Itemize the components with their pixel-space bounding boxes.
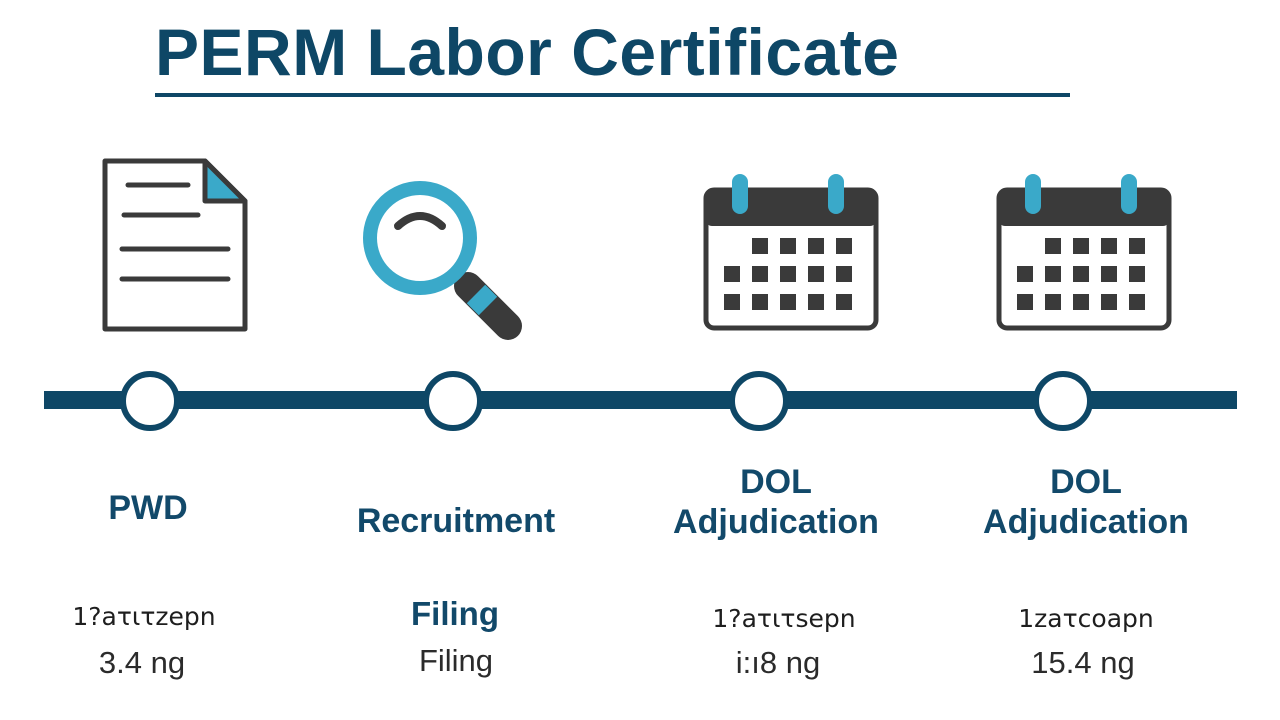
stage-label-dol-adjudication-1: DOL Adjudication (673, 462, 879, 542)
stage-detail-top-pwd: 1?aτιτzepn (72, 602, 216, 631)
title-underline (155, 93, 1070, 97)
timeline-node-dol-adjudication-2 (1033, 371, 1093, 431)
stage-label-line: Adjudication (673, 503, 879, 541)
stage-label-dol-adjudication-2: DOL Adjudication (983, 462, 1189, 542)
stage-detail-bottom-dol-adjudication-1: i:ı8 ng (735, 645, 821, 680)
stage-detail-top-dol-adjudication-2: 1zaτcoapn (1018, 604, 1154, 633)
stage-detail-bottom-pwd: 3.4 ng (98, 645, 186, 680)
stage-detail-top-dol-adjudication-1: 1?aτιτsepn (712, 604, 856, 633)
stage-label-pwd: PWD (108, 488, 187, 528)
timeline-bar (44, 391, 1237, 409)
calendar-icon (703, 174, 879, 331)
stage-label-line: Adjudication (983, 503, 1189, 541)
stage-detail-top-recruitment: Filing (411, 595, 499, 632)
timeline-node-pwd (120, 371, 180, 431)
stage-label-line: Recruitment (356, 502, 556, 540)
page-title: PERM Labor Certificate (155, 15, 900, 89)
timeline-node-dol-adjudication-1 (729, 371, 789, 431)
stage-label-recruitment: Recruitment (357, 501, 555, 541)
stage-detail-bottom-dol-adjudication-2: 15.4 ng (1031, 645, 1135, 680)
stage-label-line: DOL (1050, 463, 1122, 501)
magnifier-icon (363, 181, 522, 340)
stage-detail-bottom-recruitment: Filing (418, 643, 494, 678)
document-icon (102, 158, 248, 332)
timeline-node-recruitment (423, 371, 483, 431)
stage-label-line: DOL (740, 463, 812, 501)
calendar-icon (996, 174, 1172, 331)
stage-label-line: PWD (108, 489, 188, 527)
